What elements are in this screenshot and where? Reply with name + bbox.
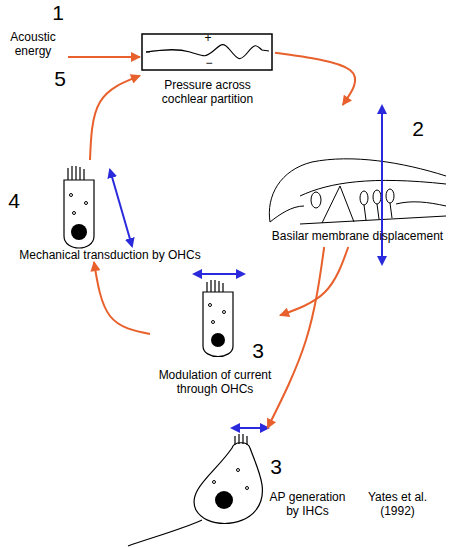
organelle	[246, 487, 249, 490]
outer-hair-cell	[203, 280, 233, 357]
feedback-arrow	[90, 76, 140, 160]
deiters-cell	[364, 205, 366, 220]
motility-arrow	[110, 170, 132, 246]
node-caption: Modulation of current through OHCs	[150, 368, 280, 396]
tectorial-outline	[269, 159, 446, 222]
inner-hair-cell	[311, 192, 321, 208]
cell-body	[194, 443, 262, 524]
stereocilium	[206, 282, 207, 292]
stereocilia	[68, 166, 84, 180]
feedback-arrow	[280, 247, 348, 315]
nucleus	[215, 491, 233, 509]
outer-hair-cell	[360, 191, 368, 205]
deiters-cell	[377, 204, 379, 219]
organelle	[213, 481, 216, 484]
deiters-cell	[390, 203, 392, 218]
stereocilium	[214, 280, 215, 292]
organelle	[223, 311, 226, 314]
node-caption: Mechanical transduction by OHCs	[10, 248, 210, 262]
diagram-node: Modulation of current through OHCs	[150, 272, 280, 396]
stereocilium	[234, 436, 235, 445]
nucleus	[211, 333, 225, 347]
feedback-arrow	[275, 53, 355, 105]
stereocilium	[222, 283, 223, 292]
node-caption: Basilar membrane displacement	[265, 229, 450, 243]
hensen-cells	[396, 202, 446, 206]
callout-number: 5	[50, 68, 70, 90]
stereocilium	[67, 168, 68, 180]
deflection-arrow	[232, 427, 268, 429]
current-arrow	[194, 273, 244, 275]
annotation-label: Yates et al. (1992)	[355, 490, 440, 518]
callout-number: 3	[266, 456, 286, 478]
annotation-label: −	[199, 56, 219, 70]
inner-sulcus	[270, 206, 304, 222]
annotation-label: +	[198, 31, 218, 45]
stereocilium	[83, 169, 84, 180]
organelle	[70, 194, 73, 197]
callout-number: 1	[48, 2, 68, 24]
organelle	[209, 304, 212, 307]
diagram-node: AP generation by IHCs	[180, 428, 355, 520]
stereocilium	[246, 436, 247, 445]
cell-body	[203, 292, 233, 357]
feedback-arrow	[268, 247, 325, 428]
organelle	[237, 469, 240, 472]
stereocilium	[218, 281, 219, 292]
stereocilium	[210, 280, 211, 292]
baseline-tick	[146, 52, 150, 53]
stereocilium	[75, 166, 76, 180]
organ-of-corti	[269, 159, 446, 224]
organelle	[85, 202, 88, 205]
callout-number: 3	[248, 340, 268, 362]
stereocilium	[71, 166, 72, 180]
outer-hair-cell	[64, 166, 94, 248]
diagram-node: Mechanical transduction by OHCs	[10, 160, 210, 262]
nucleus	[71, 224, 87, 240]
stereocilium	[242, 434, 243, 444]
outer-hair-cell	[373, 190, 381, 204]
organelle	[73, 212, 76, 215]
callout-number: 4	[4, 190, 24, 212]
node-caption: Pressure across cochlear partition	[140, 78, 275, 106]
stereocilium	[79, 167, 80, 180]
cell-body	[64, 180, 94, 248]
pillar-cells	[322, 186, 354, 223]
node-caption: AP generation by IHCs	[265, 490, 350, 518]
inner-hair-cell	[128, 434, 262, 546]
input-arrow	[68, 56, 140, 58]
stereocilia	[235, 434, 247, 445]
feedback-arrow	[94, 262, 150, 334]
callout-number: 2	[408, 118, 428, 140]
afferent-fiber	[128, 520, 202, 546]
annotation-label: Acoustic energy	[2, 30, 64, 58]
outer-hair-cell	[386, 189, 394, 203]
stereocilia	[207, 280, 223, 292]
stereocilium	[238, 434, 239, 444]
organelle	[212, 321, 215, 324]
